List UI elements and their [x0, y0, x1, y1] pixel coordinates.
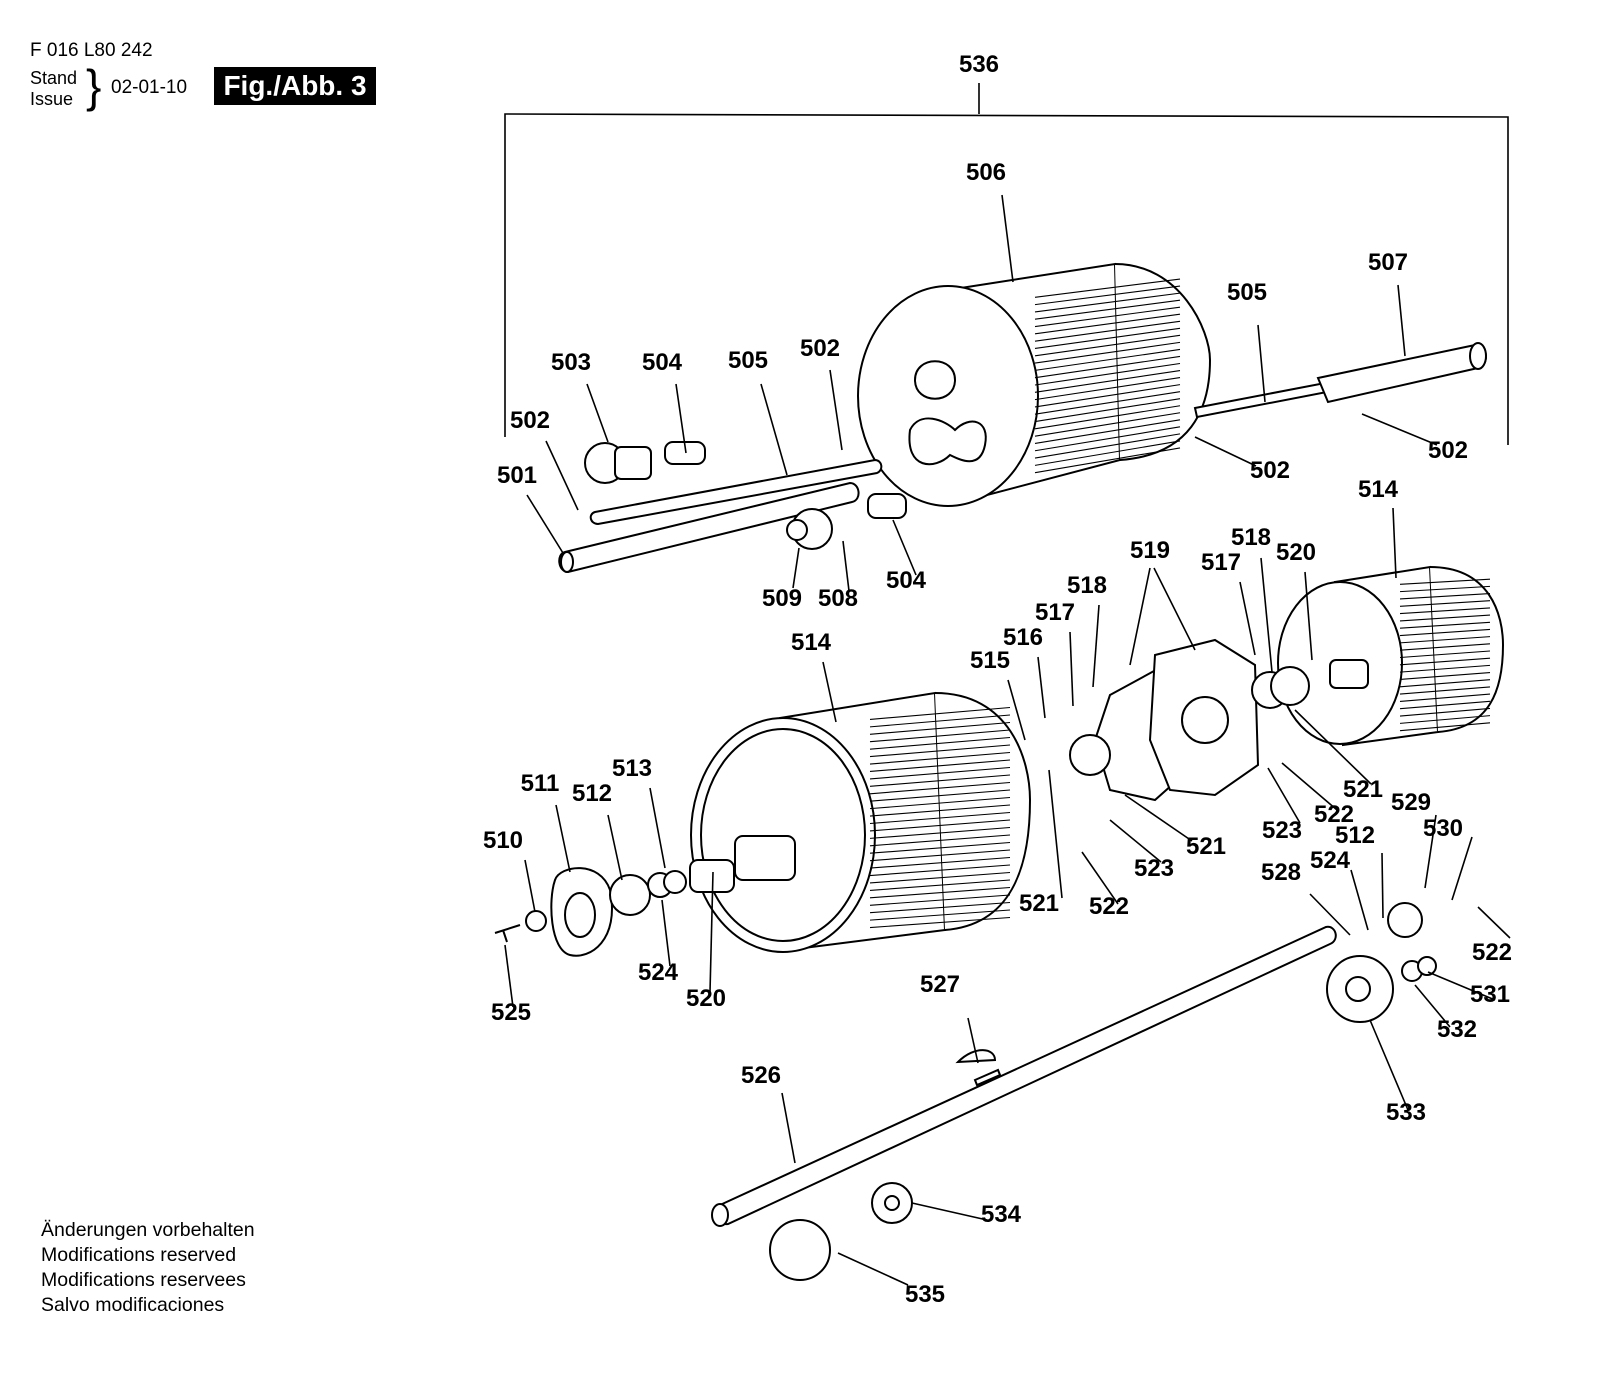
part-label-531: 531	[1470, 981, 1510, 1008]
brace-symbol: }	[86, 60, 102, 112]
part-label-509: 509	[762, 585, 802, 612]
part-label-522: 522	[1472, 939, 1512, 966]
part-label-501: 501	[497, 462, 537, 489]
part-label-524: 524	[1310, 847, 1351, 874]
part-label-502: 502	[800, 335, 840, 362]
part-label-511: 511	[521, 770, 560, 797]
part-label-502: 502	[1250, 457, 1290, 484]
part-label-512: 512	[1335, 822, 1375, 849]
stand-label: Stand	[30, 68, 78, 88]
part-label-523: 523	[1262, 817, 1302, 844]
part-label-526: 526	[741, 1062, 781, 1089]
part-label-514: 514	[1358, 476, 1399, 503]
drawing-lines	[494, 83, 1511, 1286]
part-label-504: 504	[886, 567, 927, 594]
part-label-523: 523	[1134, 855, 1174, 882]
part-label-524: 524	[638, 959, 679, 986]
modifications-notice: Änderungen vorbehalten Modifications res…	[41, 1218, 255, 1318]
stand-issue-label: Stand Issue	[30, 68, 77, 110]
part-label-521: 521	[1019, 890, 1059, 917]
part-label-510: 510	[483, 827, 523, 854]
part-label-534: 534	[981, 1201, 1022, 1228]
part-label-506: 506	[966, 159, 1006, 186]
document-number: F 016 L80 242	[30, 40, 153, 61]
part-labels: 536 506 507 505 505 502 502 502 502 503 504 504 501 5…	[483, 51, 1512, 1308]
part-label-508: 508	[818, 585, 858, 612]
left-drum-shape	[690, 691, 1032, 953]
part-label-505: 505	[728, 347, 768, 374]
issue-label: Issue	[30, 89, 74, 109]
part-label-503: 503	[551, 349, 591, 376]
right-drum-shape	[1277, 565, 1505, 747]
part-label-507: 507	[1368, 249, 1408, 276]
part-label-512: 512	[572, 780, 612, 807]
part-label-514: 514	[791, 629, 832, 656]
part-label-502: 502	[1428, 437, 1468, 464]
part-label-530: 530	[1423, 815, 1463, 842]
part-label-517: 517	[1035, 599, 1075, 626]
notice-line: Modifications reserved	[41, 1244, 237, 1266]
part-label-517: 517	[1201, 549, 1241, 576]
assembly-bracket	[504, 83, 1509, 445]
part-label-532: 532	[1437, 1016, 1477, 1043]
part-label-521: 521	[1343, 776, 1383, 803]
part-label-516: 516	[1003, 624, 1043, 651]
part-label-527: 527	[920, 971, 960, 998]
part-label-502: 502	[510, 407, 550, 434]
upper-drum-shape	[857, 262, 1212, 507]
part-label-521: 521	[1186, 833, 1226, 860]
part-label-536: 536	[959, 51, 999, 78]
issue-date: 02-01-10	[111, 77, 188, 98]
part-label-519: 519	[1130, 537, 1170, 564]
part-label-522: 522	[1089, 893, 1129, 920]
part-label-518: 518	[1067, 572, 1107, 599]
notice-line: Modifications reservees	[41, 1269, 246, 1291]
notice-line: Änderungen vorbehalten	[41, 1219, 255, 1241]
part-label-525: 525	[491, 999, 531, 1026]
part-label-520: 520	[686, 985, 726, 1012]
part-label-505: 505	[1227, 279, 1267, 306]
part-label-522: 522	[1314, 801, 1354, 828]
part-label-504: 504	[642, 349, 683, 376]
part-label-518: 518	[1231, 524, 1271, 551]
part-label-535: 535	[905, 1281, 945, 1308]
part-label-533: 533	[1386, 1099, 1426, 1126]
part-label-520: 520	[1276, 539, 1316, 566]
part-label-529: 529	[1391, 789, 1431, 816]
part-label-528: 528	[1261, 859, 1301, 886]
part-label-515: 515	[970, 647, 1010, 674]
notice-line: Salvo modificaciones	[41, 1294, 225, 1316]
part-label-513: 513	[612, 755, 652, 782]
figure-label: Fig./Abb. 3	[214, 67, 376, 105]
